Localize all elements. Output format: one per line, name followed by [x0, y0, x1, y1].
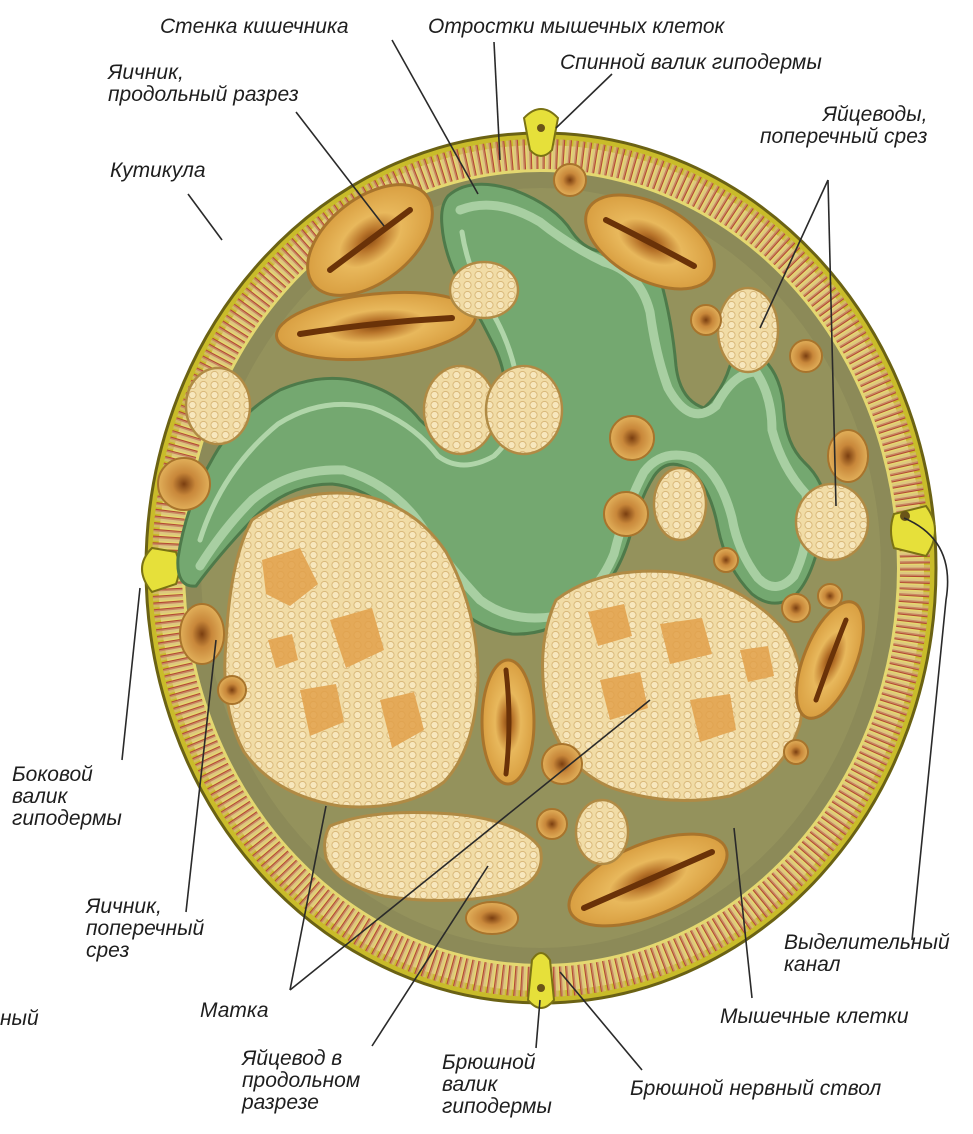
label-uterus: Матка	[200, 1000, 269, 1022]
label-ovary-cross: Яичник, поперечный срез	[86, 896, 204, 962]
label-intestine-wall: Стенка кишечника	[160, 16, 349, 38]
oviduct-longitudinal	[325, 813, 542, 901]
lateral-cord-right	[891, 506, 935, 556]
label-muscle-cells: Мышечные клетки	[720, 1006, 909, 1028]
label-oviduct-longitudinal: Яйцевод в продольном разрезе	[242, 1048, 360, 1114]
label-ovary-longitudinal: Яичник, продольный разрез	[108, 62, 299, 106]
label-dorsal-cord: Спинной валик гиподермы	[560, 52, 822, 74]
label-ventral-nerve: Брюшной нервный ствол	[630, 1078, 881, 1100]
label-excretory-canal: Выделительный канал	[784, 932, 950, 976]
lateral-cord-left	[142, 548, 179, 592]
label-lateral-cord: Боковой валик гиподермы	[12, 764, 122, 830]
dorsal-cord	[524, 109, 558, 156]
label-oviducts-cross: Яйцеводы, поперечный срез	[760, 104, 927, 148]
ventral-cord	[528, 953, 554, 1008]
label-muscle-processes: Отростки мышечных клеток	[428, 16, 724, 38]
label-cut-fragment: ный	[0, 1008, 39, 1030]
label-ventral-cord: Брюшной валик гиподермы	[442, 1052, 552, 1118]
label-cuticle: Кутикула	[110, 160, 206, 182]
